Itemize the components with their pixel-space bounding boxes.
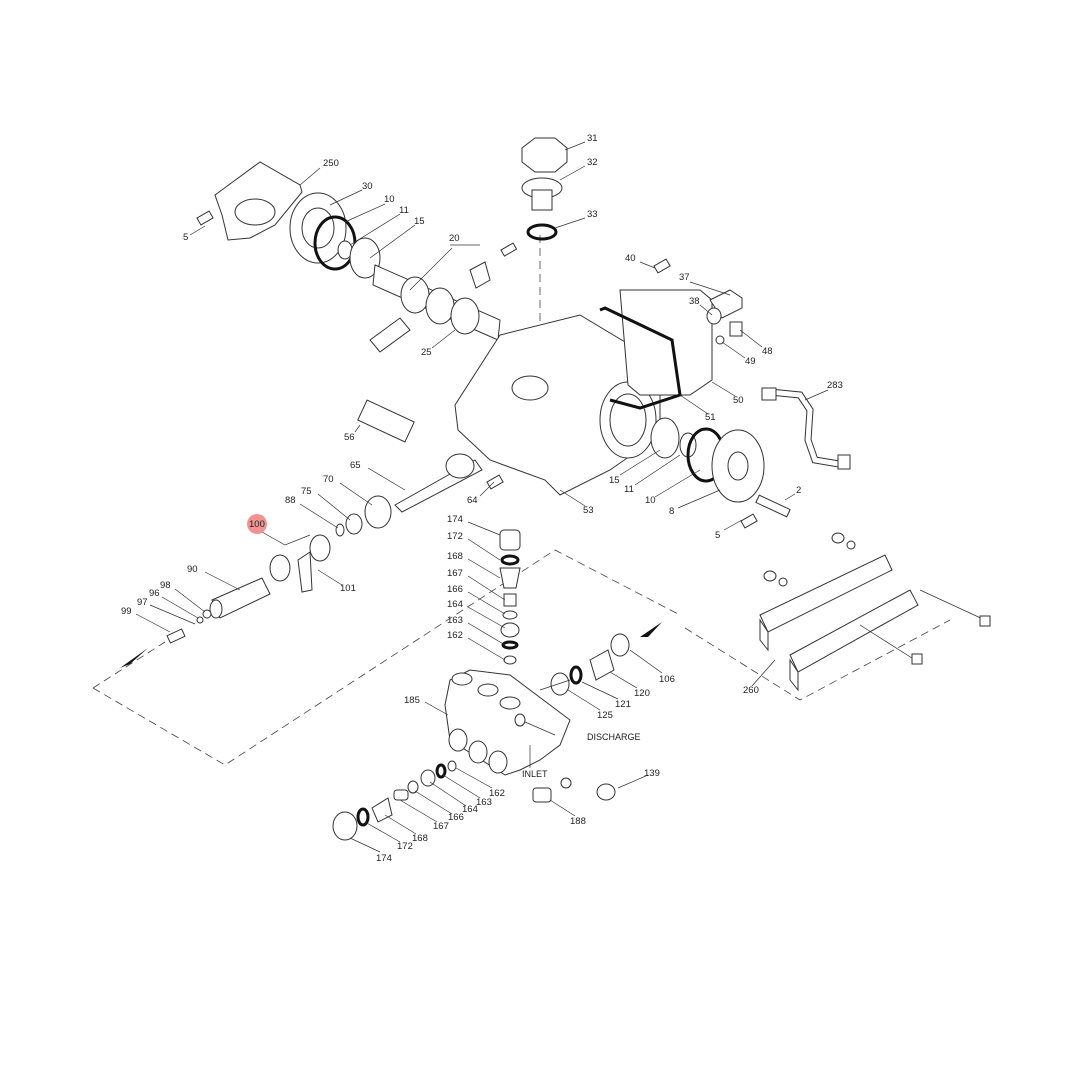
part-label[interactable]: 32 (587, 157, 598, 168)
plug-139 (596, 783, 616, 801)
bolt-188 (532, 787, 552, 803)
part-label[interactable]: 260 (743, 685, 759, 696)
part-label[interactable]: 56 (344, 432, 355, 443)
part-label[interactable]: 163 (447, 615, 463, 626)
part-label[interactable]: 37 (679, 272, 690, 283)
key-2 (755, 494, 791, 518)
part-label[interactable]: 11 (399, 205, 409, 216)
arrow-left-icon (120, 648, 148, 668)
inlet-callout: INLET (522, 769, 548, 779)
part-label[interactable]: 98 (160, 580, 171, 591)
hose-283 (761, 387, 777, 401)
part-label[interactable]: 139 (644, 768, 660, 779)
oil-cap-assembly (521, 137, 568, 241)
part-label[interactable]: 97 (137, 597, 148, 608)
part-label[interactable]: 174 (447, 514, 463, 525)
part-label[interactable]: 51 (705, 412, 716, 423)
valve-stack-bottom (332, 760, 457, 841)
part-label[interactable]: 120 (634, 688, 650, 699)
oil-cap-31 (521, 137, 568, 173)
part-label[interactable]: 96 (149, 588, 160, 599)
part-labels[interactable]: 250 30 10 11 15 5 20 25 31 32 33 40 37 3… (121, 133, 843, 864)
part-label[interactable]: 48 (762, 346, 773, 357)
part-label[interactable]: 168 (447, 551, 463, 562)
part-label[interactable]: 168 (412, 833, 428, 844)
part-label[interactable]: 2 (796, 485, 801, 496)
part-label[interactable]: 164 (462, 804, 478, 815)
part-label[interactable]: 15 (609, 475, 620, 486)
part-label[interactable]: 25 (421, 347, 432, 358)
leader-lines (135, 141, 829, 853)
part-label[interactable]: 166 (447, 584, 463, 595)
crankshaft-assembly (196, 161, 518, 353)
part-label[interactable]: 166 (448, 812, 464, 823)
part-label[interactable]: 164 (447, 599, 463, 610)
highlight-marker (247, 514, 267, 534)
part-label[interactable]: 38 (689, 296, 700, 307)
part-label[interactable]: 11 (624, 484, 634, 495)
mounting-rails-260 (759, 532, 991, 692)
plunger-assembly (166, 495, 392, 644)
part-label[interactable]: 162 (489, 788, 505, 799)
part-label[interactable]: 99 (121, 606, 132, 617)
part-label[interactable]: 31 (587, 133, 598, 144)
part-label[interactable]: 88 (285, 495, 296, 506)
part-label[interactable]: 167 (447, 568, 463, 579)
part-label[interactable]: 10 (384, 194, 395, 205)
part-label[interactable]: 70 (323, 474, 334, 485)
part-label[interactable]: 40 (625, 253, 636, 264)
part-label[interactable]: 49 (745, 356, 756, 367)
connecting-rod (369, 317, 411, 353)
part-label[interactable]: 90 (187, 564, 198, 575)
part-label[interactable]: 64 (467, 495, 478, 506)
part-label[interactable]: 162 (447, 630, 463, 641)
part-label[interactable]: 125 (597, 710, 613, 721)
arrow-right-icon (640, 622, 662, 637)
part-label[interactable]: 15 (414, 216, 425, 227)
part-label[interactable]: 250 (323, 158, 339, 169)
part-label[interactable]: 101 (340, 583, 356, 594)
side-bearing-assembly (650, 258, 851, 529)
part-label[interactable]: 106 (659, 674, 675, 685)
discharge-seals (532, 633, 630, 803)
part-label[interactable]: 172 (397, 841, 413, 852)
part-label[interactable]: 185 (404, 695, 420, 706)
part-label[interactable]: 172 (447, 531, 463, 542)
crankcase (357, 289, 713, 513)
part-label[interactable]: 283 (827, 380, 843, 391)
part-label[interactable]: 174 (376, 853, 392, 864)
part-label[interactable]: 167 (433, 821, 449, 832)
part-label[interactable]: 5 (715, 530, 720, 541)
part-label[interactable]: 50 (733, 395, 744, 406)
discharge-callout: DISCHARGE (587, 732, 641, 742)
oil-tray-56 (357, 399, 415, 443)
part-label[interactable]: 75 (301, 486, 312, 497)
part-label[interactable]: 5 (183, 232, 188, 243)
part-label[interactable]: 163 (476, 797, 492, 808)
part-label-highlighted[interactable]: 100 (249, 519, 265, 530)
part-label[interactable]: 121 (615, 699, 631, 710)
part-label[interactable]: 30 (362, 181, 373, 192)
part-label[interactable]: 188 (570, 816, 586, 827)
assembly-guides (92, 235, 951, 766)
part-label[interactable]: 65 (350, 460, 361, 471)
part-label[interactable]: 20 (449, 233, 460, 244)
valve-stack-top (499, 529, 521, 665)
manifold-185 (444, 669, 571, 776)
part-label[interactable]: 10 (645, 495, 656, 506)
part-label[interactable]: 33 (587, 209, 598, 220)
part-label[interactable]: 8 (669, 506, 674, 517)
part-label[interactable]: 53 (583, 505, 594, 516)
rear-cover-50 (619, 289, 713, 396)
